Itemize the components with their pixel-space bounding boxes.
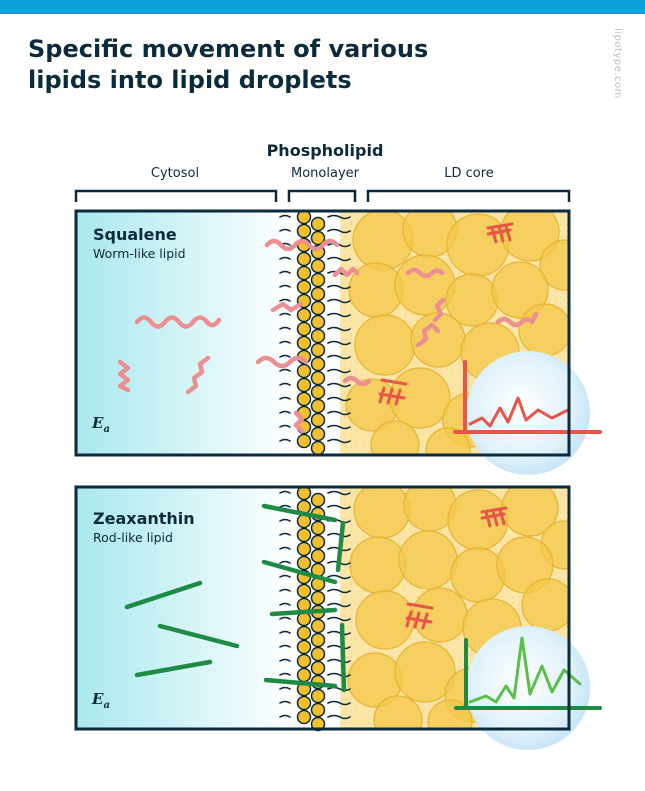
spectrum-red — [453, 360, 602, 434]
phospholipid-tails — [279, 214, 351, 444]
zeaxanthin-title: Zeaxanthin — [93, 509, 195, 528]
squalene-subtitle: Worm-like lipid — [93, 246, 186, 261]
phospholipid-heads — [296, 485, 326, 732]
panel-squalene — [76, 209, 602, 475]
panel-frame-1 — [74, 209, 571, 457]
page-title: Specific movement of various lipids into… — [28, 35, 429, 94]
cytosol-region — [76, 487, 294, 729]
monolayer-label: Monolayer — [291, 166, 359, 181]
activation-energy-label: Ea — [92, 414, 110, 435]
zeaxanthin-subtitle: Rod-like lipid — [93, 530, 173, 545]
phospholipid-label: Phospholipid — [266, 141, 384, 160]
spectrum-green — [454, 636, 602, 710]
spectrum-lens — [466, 351, 590, 475]
squalene-title: Squalene — [93, 225, 177, 244]
cytosol-region — [76, 211, 294, 455]
ld-core-bracket — [366, 189, 571, 202]
monolayer-bracket — [287, 189, 357, 202]
top-accent-bar — [0, 0, 645, 14]
panel-zeaxanthin — [76, 485, 602, 750]
zeaxanthin-molecules — [124, 503, 347, 693]
activation-energy-label: Ea — [92, 690, 110, 711]
ld-core-label: LD core — [444, 166, 494, 181]
watermark: lipotype.com — [612, 28, 623, 99]
squalene-molecules — [117, 238, 539, 434]
anchored-lipid-glyph — [405, 506, 508, 630]
cytosol-bracket — [74, 189, 278, 202]
panel-frame-2 — [74, 485, 571, 731]
cytosol-label: Cytosol — [150, 166, 200, 181]
anchored-lipid-glyph — [378, 222, 514, 406]
